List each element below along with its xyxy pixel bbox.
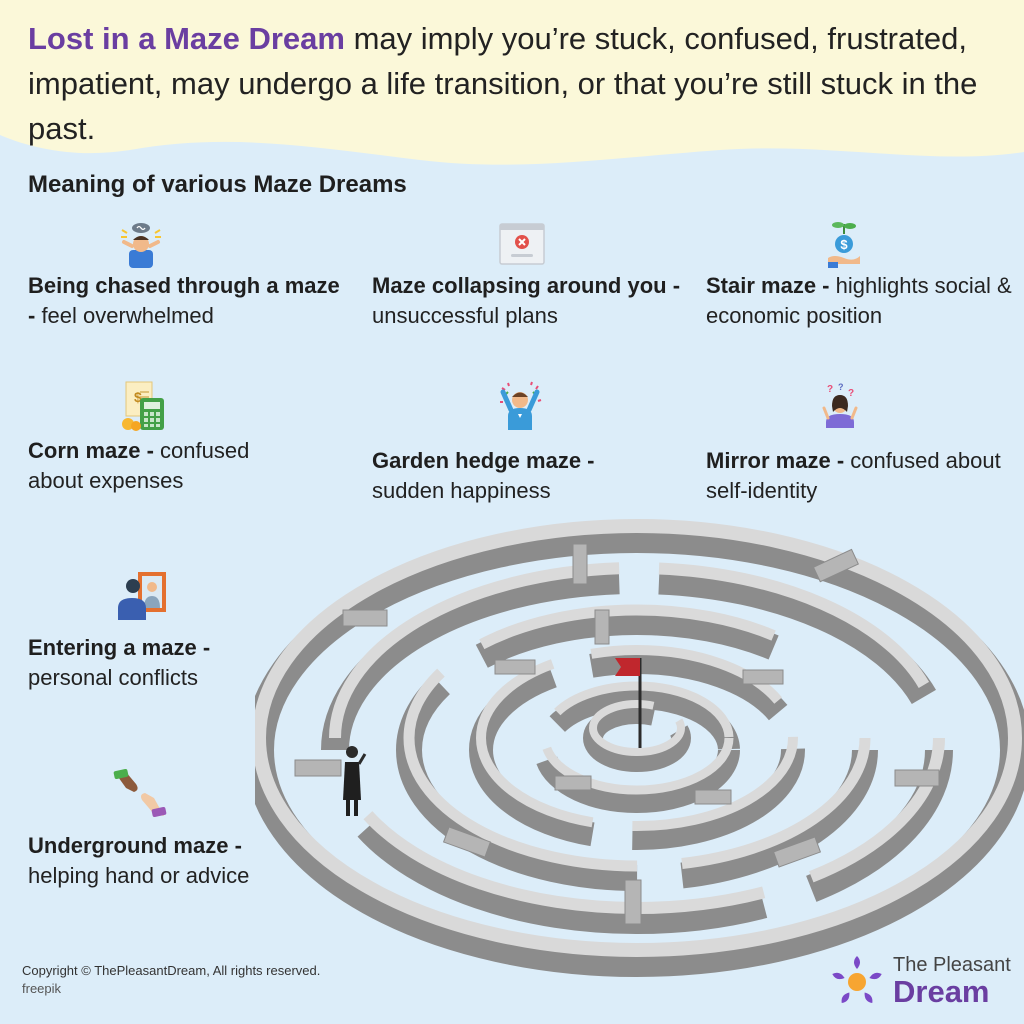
stressed-person-icon [121, 223, 161, 268]
item-term: Mirror maze - [706, 448, 845, 473]
item-term: Stair maze - [706, 273, 830, 298]
person-figure [343, 746, 367, 816]
item-term: Being chased through a maze - [28, 273, 340, 328]
svg-text:?: ? [848, 388, 854, 399]
brand-name-top: The Pleasant [893, 954, 1011, 976]
item-mirror-maze: Mirror maze - confused about self-identi… [706, 446, 1006, 506]
item-term: Garden hedge maze - [372, 448, 595, 473]
item-desc: personal conflicts [28, 665, 198, 690]
item-term: Underground maze - [28, 833, 242, 858]
svg-text:$: $ [134, 389, 142, 405]
item-garden-hedge: Garden hedge maze - sudden happiness [372, 446, 652, 506]
item-desc: sudden happiness [372, 478, 551, 503]
header-text: Lost in a Maze Dream may imply you’re st… [28, 16, 1003, 151]
brand-name-bottom: Dream [893, 974, 990, 1009]
item-term: Maze collapsing around you - [372, 273, 681, 298]
item-desc: unsuccessful plans [372, 303, 558, 328]
header-highlight: Lost in a Maze Dream [28, 21, 345, 56]
item-stair-maze: Stair maze - highlights social & economi… [706, 271, 1016, 331]
money-plant-icon: $ [828, 222, 860, 268]
sun-swirl-logo-icon [832, 956, 882, 1004]
item-term: Corn maze - [28, 438, 154, 463]
maze-illustration [255, 519, 1024, 977]
svg-text:$: $ [840, 237, 848, 252]
header-band [0, 0, 1024, 165]
footer-copyright: Copyright © ThePleasantDream, All rights… [22, 963, 321, 978]
section-title: Meaning of various Maze Dreams [28, 171, 407, 198]
item-desc: feel overwhelmed [35, 303, 214, 328]
item-term: Entering a maze - [28, 635, 211, 660]
item-maze-collapsing: Maze collapsing around you - unsuccessfu… [372, 271, 682, 331]
flag [615, 658, 640, 676]
item-desc: confused about self-identity [706, 448, 1001, 503]
item-being-chased: Being chased through a maze - feel overw… [28, 271, 348, 331]
bills-calculator-icon: $ [122, 381, 164, 431]
header-body: may imply you’re stuck, confused, frustr… [28, 21, 978, 146]
brand-logo[interactable]: The Pleasant Dream [828, 952, 1018, 1012]
item-underground-maze: Underground maze - helping hand or advic… [28, 831, 298, 891]
svg-text:?: ? [827, 384, 833, 395]
item-desc: helping hand or advice [28, 863, 250, 888]
item-desc: confused about expenses [28, 438, 250, 493]
helping-hands-icon [113, 769, 167, 817]
item-desc: highlights social & economic position [706, 273, 1012, 328]
mirror-reflection-icon [118, 572, 166, 620]
item-corn-maze: Corn maze - confused about expenses [28, 436, 308, 496]
celebrating-person-icon [500, 381, 542, 430]
footer-credit: freepik [22, 981, 62, 996]
error-window-icon [499, 223, 545, 265]
svg-text:?: ? [838, 382, 844, 392]
item-entering-maze: Entering a maze - personal conflicts [28, 633, 268, 693]
confused-person-icon: ? ? ? [822, 382, 858, 428]
